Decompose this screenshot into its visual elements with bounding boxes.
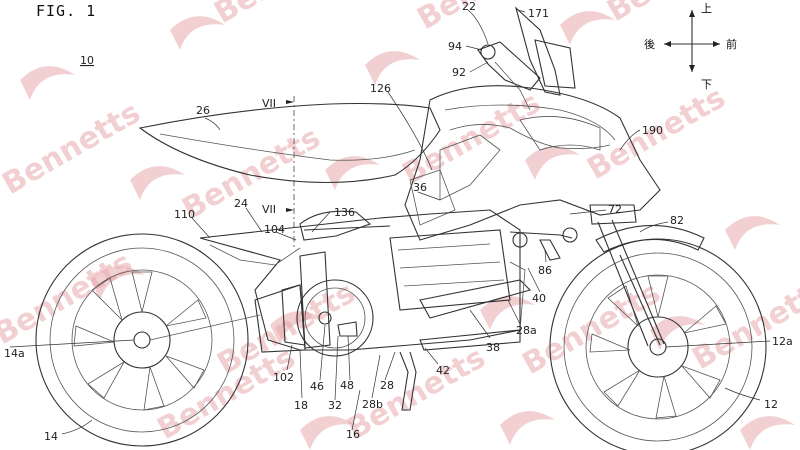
label-92: 92: [452, 66, 466, 79]
label-104: 104: [264, 223, 285, 236]
compass-down: 下: [701, 78, 712, 91]
frame-body: [199, 209, 532, 351]
label-136: 136: [334, 206, 355, 219]
watermark-text: Bennetts: [602, 0, 752, 29]
label-102: 102: [273, 371, 294, 384]
watermark-logo-icon: [560, 11, 615, 46]
suspension-linkage: [399, 227, 578, 411]
label-86: 86: [538, 264, 552, 277]
watermark-logo-icon: [325, 156, 380, 190]
watermark-logo-icon: [365, 51, 420, 85]
label-14: 14: [44, 430, 58, 443]
motor-swingarm: [149, 279, 374, 357]
label-94: 94: [448, 40, 462, 53]
watermark-text: Bennetts: [0, 95, 146, 202]
watermark-logo-icon: [525, 146, 580, 180]
front-fork: [589, 204, 705, 347]
label-28a: 28a: [516, 324, 537, 337]
label-28b: 28b: [362, 398, 383, 411]
watermark-text: Bennetts: [0, 245, 138, 352]
label-14a: 14a: [4, 347, 25, 360]
label-48: 48: [340, 379, 354, 392]
watermark-logo-icon: [725, 216, 780, 250]
label-24: 24: [234, 197, 248, 210]
watermark-logo-icon: [170, 16, 225, 50]
section-line-vii: VII VII: [262, 96, 295, 250]
rear-wheel: [35, 233, 249, 447]
watermark-logo-icon: [500, 411, 555, 445]
label-36: 36: [413, 181, 427, 194]
label-18: 18: [294, 399, 308, 412]
handlebar-windscreen: [477, 6, 576, 111]
section-label-vii-top: VII: [262, 97, 276, 110]
label-32: 32: [328, 399, 342, 412]
compass-front: 前: [726, 37, 737, 51]
label-22: 22: [462, 0, 476, 13]
watermark-logo-icon: [650, 316, 705, 350]
label-82: 82: [670, 214, 684, 227]
watermark-logo-icon: [90, 266, 145, 300]
label-110: 110: [174, 208, 195, 221]
figure-ref-number: 10: [80, 54, 94, 67]
front-wheel: [549, 238, 767, 450]
label-38: 38: [486, 341, 500, 354]
label-12: 12: [764, 398, 778, 411]
compass-up: 上: [701, 2, 712, 15]
watermark-logo-icon: [20, 66, 75, 100]
watermark-text: Bennetts: [342, 340, 492, 447]
section-label-vii-bottom: VII: [262, 203, 276, 216]
watermark-logo-icon: [300, 416, 355, 450]
watermark-text: Bennetts: [209, 0, 359, 31]
direction-compass: 上 下 前 後: [644, 2, 737, 91]
label-26: 26: [196, 104, 210, 117]
label-42: 42: [436, 364, 450, 377]
leader-lines: [9, 9, 771, 435]
reference-labels: 22 171 94 92 126 26 190 36 72 82 110 24 …: [4, 0, 793, 443]
label-40: 40: [532, 292, 546, 305]
label-46: 46: [310, 380, 324, 393]
fuel-tank-cowl: [404, 85, 661, 241]
watermark-logo-icon: [480, 296, 535, 330]
label-12a: 12a: [772, 335, 793, 348]
watermark-logo-icon: [740, 416, 795, 450]
compass-back: 後: [644, 37, 655, 51]
watermark-text: Bennetts: [177, 120, 327, 227]
label-171: 171: [528, 7, 549, 20]
watermark-logo-icon: [130, 166, 185, 200]
label-72: 72: [608, 203, 622, 216]
label-190: 190: [642, 124, 663, 137]
label-126: 126: [370, 82, 391, 95]
label-16: 16: [346, 428, 360, 441]
watermark-text: Bennetts: [687, 270, 800, 377]
figure-title: FIG. 1: [36, 2, 96, 20]
label-28: 28: [380, 379, 394, 392]
